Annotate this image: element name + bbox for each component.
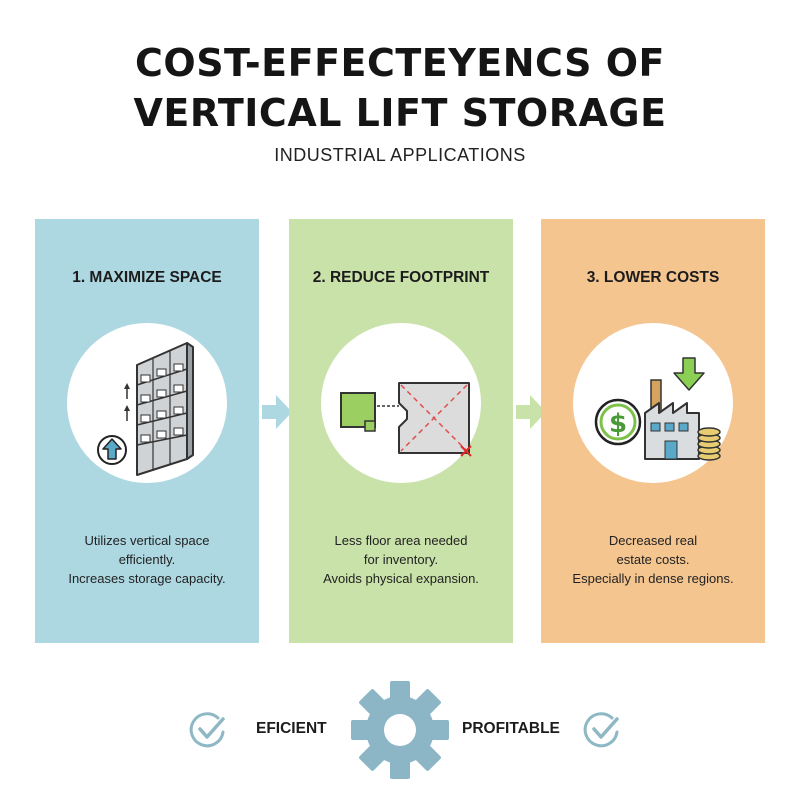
step-description: Utilizes vertical space efficiently. Inc… — [68, 533, 226, 586]
footer-label-efficient: EFICIENT — [256, 720, 327, 737]
step-heading: 2. REDUCE FOOTPRINT — [312, 269, 490, 286]
arrow-right-icon — [516, 395, 546, 429]
arrow-right-icon — [262, 395, 292, 429]
step-heading: 1. MAXIMIZE SPACE — [72, 269, 222, 286]
step-icon-circle — [67, 323, 227, 483]
step-description: Decreased real estate costs. Especially … — [572, 533, 734, 586]
page-title: COST-EFFECTEYENCS OF VERTICAL LIFT STORA… — [0, 38, 800, 138]
step-description: Less floor area needed for inventory. Av… — [323, 533, 479, 586]
step-panel-maximize-space: 1. MAXIMIZE SPACE Utilizes ve — [35, 219, 259, 643]
step-panel-lower-costs: 3. LOWER COSTS $ Decreased real estate c… — [541, 219, 765, 643]
step-panel-reduce-footprint: 2. REDUCE FOOTPRINT Less floor area need… — [289, 219, 513, 643]
step-icon-circle — [321, 323, 481, 483]
check-circle-icon — [583, 712, 619, 748]
cost-savings-factory-icon: $ — [594, 357, 721, 461]
svg-text:$: $ — [609, 409, 627, 439]
floor-area-reduction-icon — [340, 382, 472, 457]
step-heading: 3. LOWER COSTS — [586, 269, 720, 286]
title-line-2: VERTICAL LIFT STORAGE — [133, 91, 667, 135]
vertical-storage-rack-icon — [97, 342, 194, 476]
page-subtitle: INDUSTRIAL APPLICATIONS — [274, 145, 526, 165]
step-icon-circle: $ — [573, 323, 733, 483]
footer-label-profitable: PROFITABLE — [462, 720, 560, 737]
check-circle-icon — [189, 712, 225, 748]
gear-icon — [351, 681, 449, 779]
title-line-1: COST-EFFECTEYENCS OF — [135, 41, 665, 85]
